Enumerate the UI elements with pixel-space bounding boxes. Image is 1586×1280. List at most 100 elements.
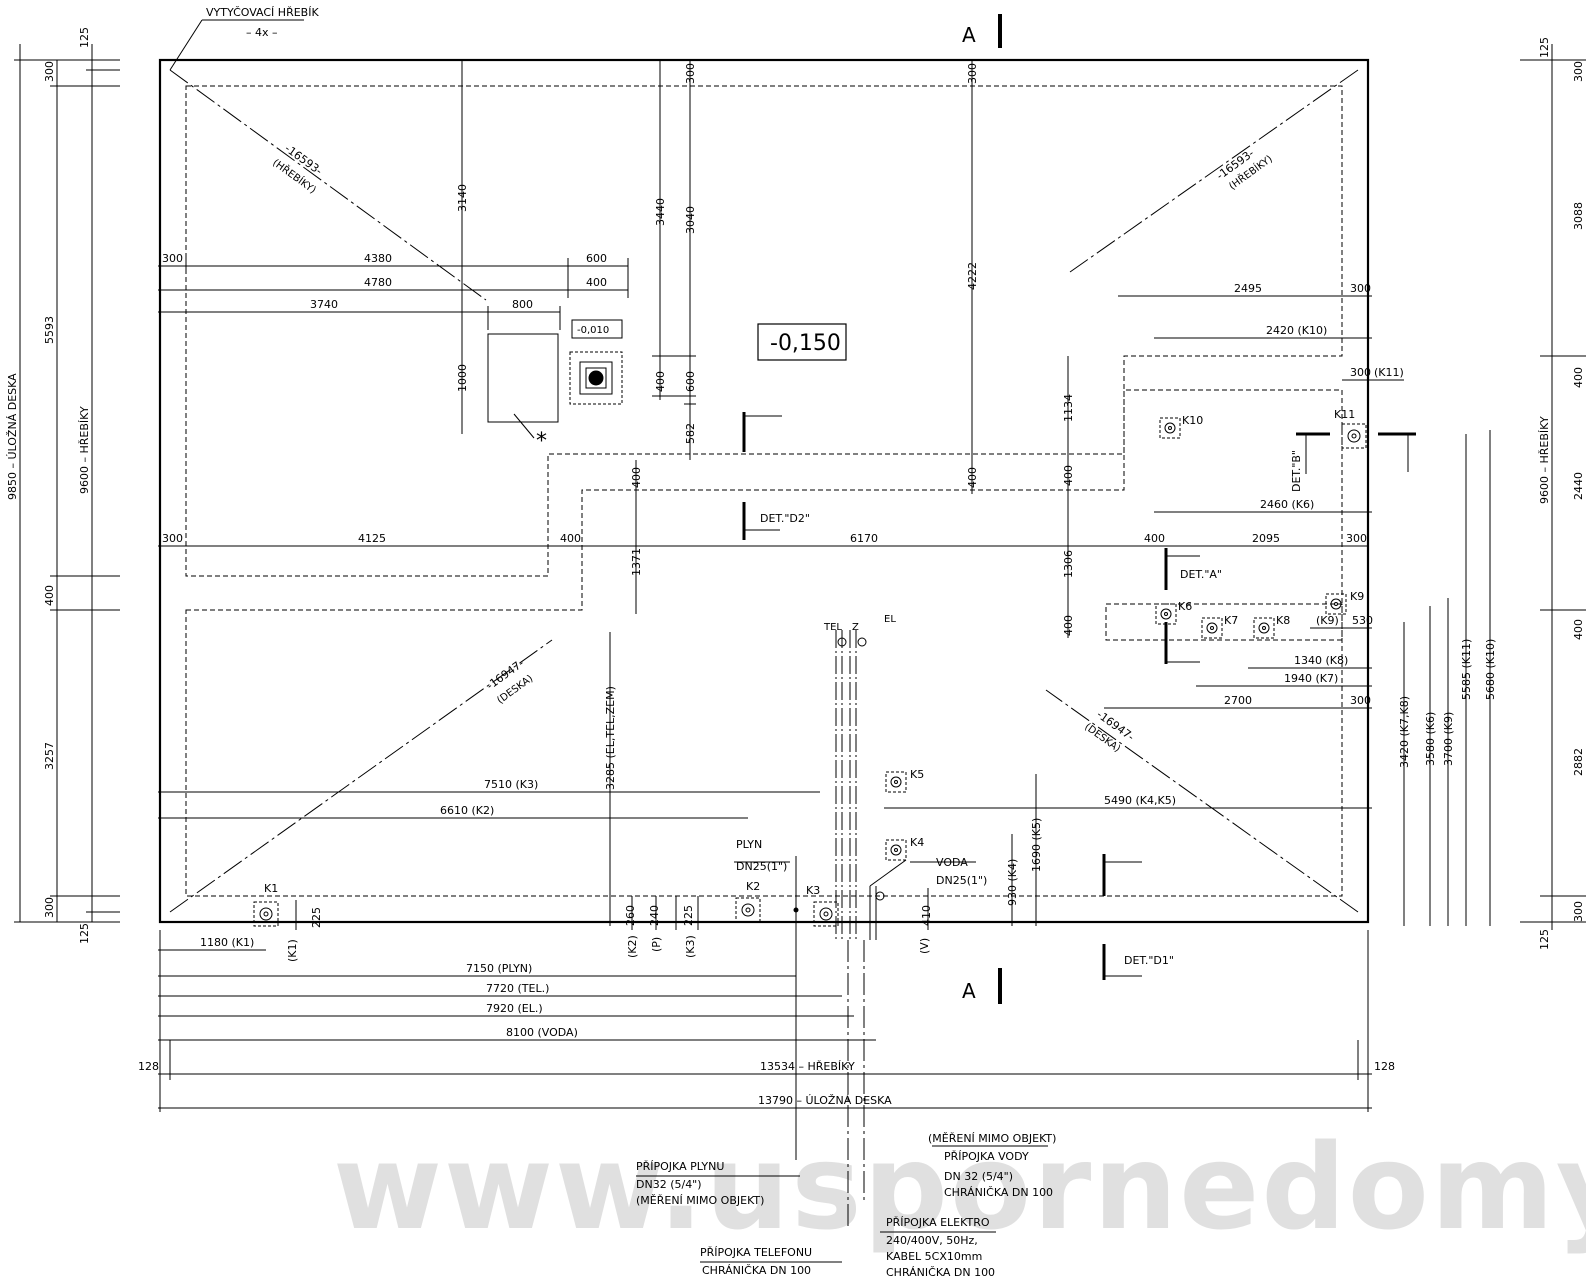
- utility-el: EL: [884, 614, 896, 625]
- column-k4-label: K4: [910, 836, 924, 849]
- column-k1-symbol: [253, 901, 279, 927]
- dim-right-400a: 400: [1572, 367, 1585, 388]
- dim-left-300a: 300: [43, 61, 56, 82]
- dim-r-1940: 1940 (K7): [1284, 672, 1338, 685]
- column-k5-symbol: [885, 771, 907, 793]
- dim-top-400v: 400: [654, 371, 667, 392]
- column-k1-label: K1: [264, 882, 278, 895]
- dim-top-4380: 4380: [364, 252, 392, 265]
- dim-r-k11: (K11): [1374, 366, 1404, 379]
- foundation-strip-lower: [185, 389, 1343, 897]
- column-k3-symbol: [813, 901, 839, 927]
- utility-voda: VODA: [936, 856, 968, 869]
- dim-r-3580: 3580 (K6): [1424, 712, 1437, 766]
- dim-bot-128b: 128: [1374, 1060, 1395, 1073]
- column-k8-label: K8: [1276, 614, 1290, 627]
- diag-nails-right-line: [1069, 69, 1359, 273]
- dim-mid-6170: 6170: [850, 532, 878, 545]
- dim-mid-400b: 400: [1144, 532, 1165, 545]
- diag-slab-right-line: [1045, 689, 1359, 913]
- dim-r-1340: 1340 (K8): [1294, 654, 1348, 667]
- dim-right-3088: 3088: [1572, 202, 1585, 230]
- dim-mid-1371: 1371: [630, 548, 643, 576]
- dim-right-9600: 9600 – HŘEBÍKY: [1538, 416, 1551, 504]
- dim-right-300b: 300: [1572, 901, 1585, 922]
- note-electro-3: KABEL 5CX10mm: [886, 1250, 982, 1263]
- dim-r-930: 930 (K4): [1006, 859, 1019, 906]
- dim-low-225b: 225: [682, 905, 695, 926]
- column-k11-label: K11: [1334, 408, 1355, 421]
- dim-top-1000: 1000: [456, 364, 469, 392]
- dim-bot-1180: 1180 (K1): [200, 936, 254, 949]
- dim-top-600: 600: [586, 252, 607, 265]
- dim-mid-400e: 400: [1062, 465, 1075, 486]
- note-phone-2: CHRÁNIČKA DN 100: [702, 1264, 811, 1277]
- note-water-3: DN 32 (5/4"): [944, 1170, 1013, 1183]
- dim-r-2700: 2700: [1224, 694, 1252, 707]
- tel-entry-symbol: [837, 637, 847, 647]
- section-a-bottom: A: [962, 979, 976, 1003]
- column-k2-label: K2: [746, 880, 760, 893]
- dim-low-410: 410: [920, 905, 933, 926]
- column-k6-symbol: [1155, 603, 1177, 625]
- dim-right-300: 300: [1572, 61, 1585, 82]
- drain-box: [569, 351, 623, 405]
- dim-low-6610: 6610 (K2): [440, 804, 494, 817]
- dim-left-125a: 125: [78, 27, 91, 48]
- dim-right-400b: 400: [1572, 619, 1585, 640]
- note-water-2: PŘÍPOJKA VODY: [944, 1150, 1029, 1163]
- column-k11-symbol: [1341, 423, 1367, 449]
- dim-r-2495: 2495: [1234, 282, 1262, 295]
- dim-r-300a: 300: [1350, 282, 1371, 295]
- dim-mid-2095: 2095: [1252, 532, 1280, 545]
- dim-low-p: (P): [650, 937, 663, 952]
- dim-left-400: 400: [43, 585, 56, 606]
- column-k9-label: K9: [1350, 590, 1364, 603]
- dim-right-125a: 125: [1538, 37, 1551, 58]
- dim-low-225a: 225: [310, 907, 323, 928]
- nail-count: – 4x –: [246, 26, 278, 39]
- column-k6-label: K6: [1178, 600, 1192, 613]
- dim-bot-128a: 128: [138, 1060, 159, 1073]
- dim-mid-400a: 400: [560, 532, 581, 545]
- el-entry-symbol: [857, 637, 867, 647]
- dim-top-300b: 300: [966, 63, 979, 84]
- dim-right-2882: 2882: [1572, 748, 1585, 776]
- nail-label: VYTYČOVACÍ HŘEBÍK: [206, 6, 319, 19]
- utility-tel: TEL: [823, 622, 842, 633]
- dim-top-800: 800: [512, 298, 533, 311]
- dim-left-3257: 3257: [43, 742, 56, 770]
- dim-top-600v: 600: [684, 371, 697, 392]
- dim-r-5680: 5680 (K10): [1484, 639, 1497, 700]
- dim-mid-4125: 4125: [358, 532, 386, 545]
- dim-left-9600: 9600 – HŘEBÍKY: [78, 406, 91, 494]
- dim-r-1690: 1690 (K5): [1030, 818, 1043, 872]
- dim-low-260: 260: [624, 905, 637, 926]
- dim-bot-13790: 13790 – ÚLOŽNÁ DESKA: [758, 1094, 892, 1107]
- watermark-text: www.uspornedomy: [333, 1118, 1586, 1256]
- dim-low-3285: 3285 (EL,TEL,ZEM): [604, 686, 617, 790]
- dim-r-2460: 2460 (K6): [1260, 498, 1314, 511]
- utility-voda-dn: DN25(1"): [936, 874, 987, 887]
- opening-rect: [487, 333, 559, 423]
- dim-r-300b: 300: [1350, 366, 1371, 379]
- note-gas-2: DN32 (5/4"): [636, 1178, 702, 1191]
- level-main: -0,150: [770, 331, 841, 356]
- note-gas-3: (MĚŘENÍ MIMO OBJEKT): [636, 1194, 764, 1207]
- dim-mid-1134: 1134: [1062, 394, 1075, 422]
- dim-r-300c: 300: [1350, 694, 1371, 707]
- opening-marker: *: [536, 429, 547, 454]
- dim-low-240: 240: [648, 905, 661, 926]
- dim-low-k2: (K2): [626, 935, 639, 958]
- dim-top-400: 400: [586, 276, 607, 289]
- section-a-top: A: [962, 23, 976, 47]
- note-electro-4: CHRÁNIČKA DN 100: [886, 1266, 995, 1279]
- foundation-strip-upper: [185, 85, 1343, 577]
- dim-r-530: 530: [1352, 614, 1373, 627]
- dim-left-9850: 9850 – ÚLOŽNÁ DESKA: [6, 373, 19, 500]
- dim-bot-7150: 7150 (PLYN): [466, 962, 532, 975]
- utility-plyn-dn: DN25(1"): [736, 860, 787, 873]
- dim-bot-7720: 7720 (TEL.): [486, 982, 549, 995]
- note-gas-1: PŘÍPOJKA PLYNU: [636, 1160, 724, 1173]
- column-k10-symbol: [1159, 417, 1181, 439]
